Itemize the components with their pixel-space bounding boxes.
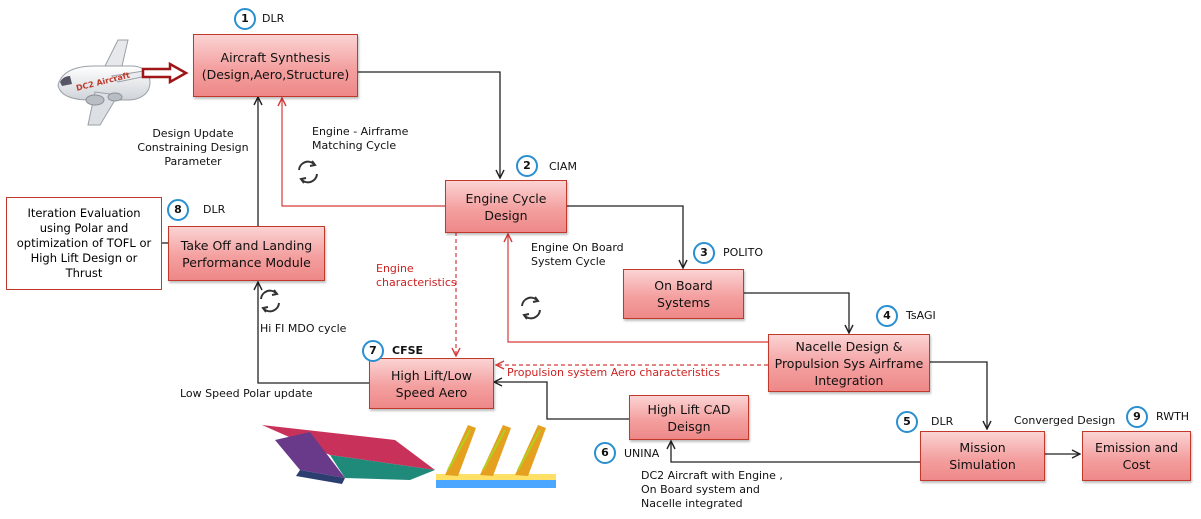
badge-1: 1 bbox=[234, 8, 256, 30]
take-off-line1: Take Off and Landing bbox=[181, 237, 312, 254]
on-board-line2: Systems bbox=[657, 294, 710, 311]
nacelle-line2: Propulsion Sys Airframe bbox=[775, 355, 924, 372]
iteration-line3: optimization of TOFL or bbox=[17, 236, 151, 251]
badge-8: 8 bbox=[167, 199, 189, 221]
emission-cost-box: Emission and Cost bbox=[1082, 431, 1191, 481]
nacelle-line3: Integration bbox=[815, 372, 884, 389]
nacelle-line1: Nacelle Design & bbox=[795, 338, 902, 355]
arrow-mission-to-cad bbox=[671, 441, 920, 462]
design-update-label: Design Update Constraining Design Parame… bbox=[128, 127, 258, 169]
take-off-landing-box: Take Off and Landing Performance Module bbox=[168, 226, 325, 281]
badge-9: 9 bbox=[1126, 406, 1148, 428]
aircraft-synthesis-line1: Aircraft Synthesis bbox=[221, 49, 331, 66]
iteration-line5: Thrust bbox=[66, 266, 103, 281]
engine-airframe-line2: Matching Cycle bbox=[312, 139, 408, 153]
aircraft-synthesis-box: Aircraft Synthesis (Design,Aero,Structur… bbox=[193, 34, 358, 97]
dc2-line2: On Board system and bbox=[641, 483, 783, 497]
org-cfse: CFSE bbox=[392, 344, 423, 357]
design-update-line2: Constraining Design bbox=[128, 141, 258, 155]
on-board-line1: On Board bbox=[654, 277, 712, 294]
emission-line1: Emission and bbox=[1095, 439, 1178, 456]
badge-5: 5 bbox=[896, 411, 918, 433]
engine-cycle-box: Engine Cycle Design bbox=[445, 180, 567, 233]
converged-design-label: Converged Design bbox=[1014, 414, 1115, 428]
org-ciam: CIAM bbox=[549, 160, 577, 173]
cycle-icon-engine-airframe bbox=[294, 158, 322, 186]
org-dlr-8: DLR bbox=[203, 203, 225, 216]
take-off-line2: Performance Module bbox=[182, 254, 311, 271]
cycle-icon-engine-onboard bbox=[517, 294, 545, 322]
design-update-line1: Design Update bbox=[128, 127, 258, 141]
engine-cycle-line2: Design bbox=[484, 207, 527, 224]
org-tsagi: TsAGI bbox=[906, 309, 936, 322]
engine-char-line1: Engine bbox=[376, 262, 457, 276]
engine-onboard-line1: Engine On Board bbox=[531, 241, 624, 255]
high-lift-low-line2: Speed Aero bbox=[396, 384, 468, 401]
arrow-cad-to-highlift bbox=[494, 382, 629, 419]
org-rwth: RWTH bbox=[1156, 410, 1189, 423]
org-polito: POLITO bbox=[723, 246, 763, 259]
on-board-systems-box: On Board Systems bbox=[623, 269, 744, 319]
engine-airframe-label: Engine - Airframe Matching Cycle bbox=[312, 125, 408, 153]
badge-3: 3 bbox=[693, 242, 715, 264]
org-dlr-5: DLR bbox=[931, 415, 953, 428]
dc2-line3: Nacelle integrated bbox=[641, 497, 783, 511]
arrow-onboard-to-nacelle bbox=[744, 293, 849, 333]
badge-6: 6 bbox=[594, 442, 616, 464]
nacelle-design-box: Nacelle Design & Propulsion Sys Airframe… bbox=[768, 334, 930, 392]
dc2-aircraft-label: DC2 Aircraft with Engine , On Board syst… bbox=[641, 469, 783, 511]
high-lift-low-speed-box: High Lift/Low Speed Aero bbox=[369, 358, 494, 409]
org-dlr-1: DLR bbox=[262, 12, 284, 25]
high-lift-cad-line2: Deisgn bbox=[667, 418, 710, 435]
high-lift-cad-box: High Lift CAD Deisgn bbox=[629, 395, 749, 440]
high-lift-low-line1: High Lift/Low bbox=[391, 367, 472, 384]
flap-cfd-render bbox=[436, 425, 556, 488]
engine-cycle-line1: Engine Cycle bbox=[466, 190, 547, 207]
badge-2: 2 bbox=[516, 155, 538, 177]
org-unina: UNINA bbox=[624, 447, 659, 460]
emission-line2: Cost bbox=[1123, 456, 1151, 473]
dc2-line1: DC2 Aircraft with Engine , bbox=[641, 469, 783, 483]
engine-onboard-line2: System Cycle bbox=[531, 255, 624, 269]
engine-char-line2: characteristics bbox=[376, 276, 457, 290]
iteration-evaluation-box: Iteration Evaluation using Polar and opt… bbox=[6, 197, 162, 290]
iteration-line1: Iteration Evaluation bbox=[27, 206, 140, 221]
hifi-mdo-label: Hi FI MDO cycle bbox=[260, 322, 346, 336]
wing-cfd-render bbox=[262, 425, 435, 484]
high-lift-cad-line1: High Lift CAD bbox=[647, 401, 730, 418]
low-speed-polar-label: Low Speed Polar update bbox=[180, 387, 313, 401]
iteration-line2: using Polar and bbox=[40, 221, 129, 236]
design-update-line3: Parameter bbox=[128, 155, 258, 169]
mission-line1: Mission bbox=[959, 439, 1005, 456]
mission-line2: Simulation bbox=[949, 456, 1016, 473]
engine-onboard-label: Engine On Board System Cycle bbox=[531, 241, 624, 269]
badge-7: 7 bbox=[362, 340, 384, 362]
aircraft-synthesis-line2: (Design,Aero,Structure) bbox=[202, 66, 350, 83]
cycle-icon-hifi-mdo bbox=[256, 287, 284, 315]
mission-simulation-box: Mission Simulation bbox=[920, 431, 1045, 481]
engine-characteristics-label: Engine characteristics bbox=[376, 262, 457, 290]
iteration-line4: High Lift Design or bbox=[31, 251, 138, 266]
badge-4: 4 bbox=[876, 305, 898, 327]
propulsion-aero-label: Propulsion system Aero characteristics bbox=[507, 366, 720, 380]
engine-airframe-line1: Engine - Airframe bbox=[312, 125, 408, 139]
